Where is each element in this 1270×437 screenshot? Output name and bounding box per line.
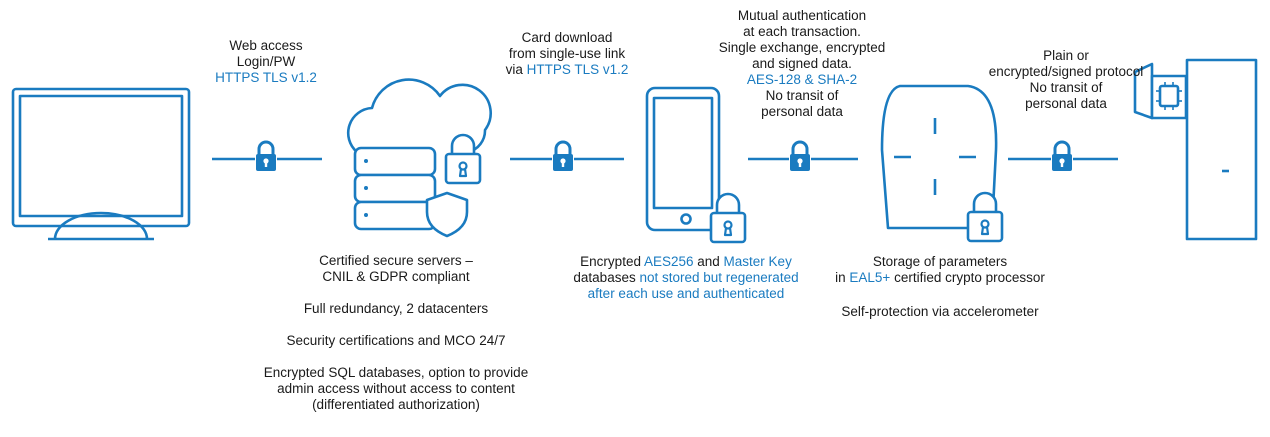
- link-web-line1: Web access: [229, 38, 303, 53]
- phone-line3: after each use and authenticated: [587, 286, 785, 301]
- link-mutual-line3: Single exchange, encrypted: [718, 40, 886, 55]
- phone-line2: databases not stored but regenerated: [556, 270, 816, 286]
- link-card-protocol: HTTPS TLS v1.2: [526, 62, 629, 77]
- link-card-connector: [510, 140, 624, 173]
- link-web-protocol: HTTPS TLS v1.2: [215, 70, 317, 85]
- padlock-icon: [254, 140, 278, 173]
- link-card-label: Card download from single-use link via H…: [497, 30, 637, 78]
- link-web-line2: Login/PW: [236, 54, 296, 69]
- link-mutual-label: Mutual authentication at each transactio…: [712, 8, 892, 120]
- phone-aes256: AES256: [643, 254, 694, 269]
- servers-line5: Encrypted SQL databases, option to provi…: [263, 365, 529, 380]
- link-reader-connector: [1008, 140, 1118, 173]
- monitor-icon: [11, 87, 191, 241]
- reader-l2-a: in: [835, 270, 850, 285]
- link-mutual-line1: Mutual authentication: [737, 8, 867, 23]
- reader-caption: Storage of parameters in EAL5+ certified…: [810, 254, 1070, 320]
- reader-line3: Self-protection via accelerometer: [841, 304, 1039, 319]
- link-reader-line3: No transit of: [1029, 80, 1103, 95]
- link-card-line2: from single-use link: [508, 46, 626, 61]
- servers-line3: Full redundancy, 2 datacenters: [303, 301, 489, 316]
- link-mutual-line4: and signed data.: [752, 56, 852, 71]
- servers-line1: Certified secure servers –: [319, 253, 473, 268]
- cloud-server-icon: [346, 78, 492, 238]
- link-web-connector: [212, 140, 322, 173]
- link-reader-label: Plain or encrypted/signed protocol No tr…: [976, 48, 1156, 112]
- link-reader-line4: personal data: [1025, 96, 1107, 111]
- link-card-via: via: [505, 62, 527, 77]
- servers-line6: admin access without access to content: [277, 381, 515, 396]
- link-mutual-line6: No transit of: [765, 88, 839, 103]
- phone-l1-a: Encrypted: [580, 254, 644, 269]
- link-mutual-line7: personal data: [761, 104, 843, 119]
- link-web-label: Web access Login/PW HTTPS TLS v1.2: [211, 38, 321, 86]
- reader-eal5: EAL5+: [849, 270, 891, 285]
- door-chip-icon: [1133, 58, 1258, 241]
- card-reader-icon: [880, 84, 1004, 243]
- servers-line2: CNIL & GDPR compliant: [322, 269, 470, 284]
- reader-line1: Storage of parameters: [872, 254, 1008, 269]
- link-mutual-crypto: AES-128 & SHA-2: [746, 72, 858, 87]
- phone-master-key: Master Key: [723, 254, 792, 269]
- padlock-icon: [788, 140, 812, 173]
- reader-l2-c: certified crypto processor: [890, 270, 1045, 285]
- phone-not-stored: not stored but regenerated: [639, 270, 799, 285]
- phone-l2-a: databases: [573, 270, 640, 285]
- phone-caption: Encrypted AES256 and Master Key database…: [556, 254, 816, 302]
- servers-caption: Certified secure servers – CNIL & GDPR c…: [246, 253, 546, 413]
- phone-l1-c: and: [693, 254, 724, 269]
- servers-line7: (differentiated authorization): [312, 397, 480, 412]
- servers-line4: Security certifications and MCO 24/7: [286, 333, 506, 348]
- link-reader-line1: Plain or: [1043, 48, 1089, 63]
- smartphone-icon: [645, 86, 747, 244]
- phone-line1: Encrypted AES256 and Master Key: [556, 254, 816, 270]
- padlock-icon: [551, 140, 575, 173]
- link-mutual-connector: [748, 140, 858, 173]
- link-mutual-line2: at each transaction.: [743, 24, 861, 39]
- reader-line2: in EAL5+ certified crypto processor: [810, 270, 1070, 286]
- padlock-icon: [1050, 140, 1074, 173]
- link-card-line1: Card download: [521, 30, 613, 45]
- link-card-line3: via HTTPS TLS v1.2: [497, 62, 637, 78]
- link-reader-line2: encrypted/signed protocol: [988, 64, 1144, 79]
